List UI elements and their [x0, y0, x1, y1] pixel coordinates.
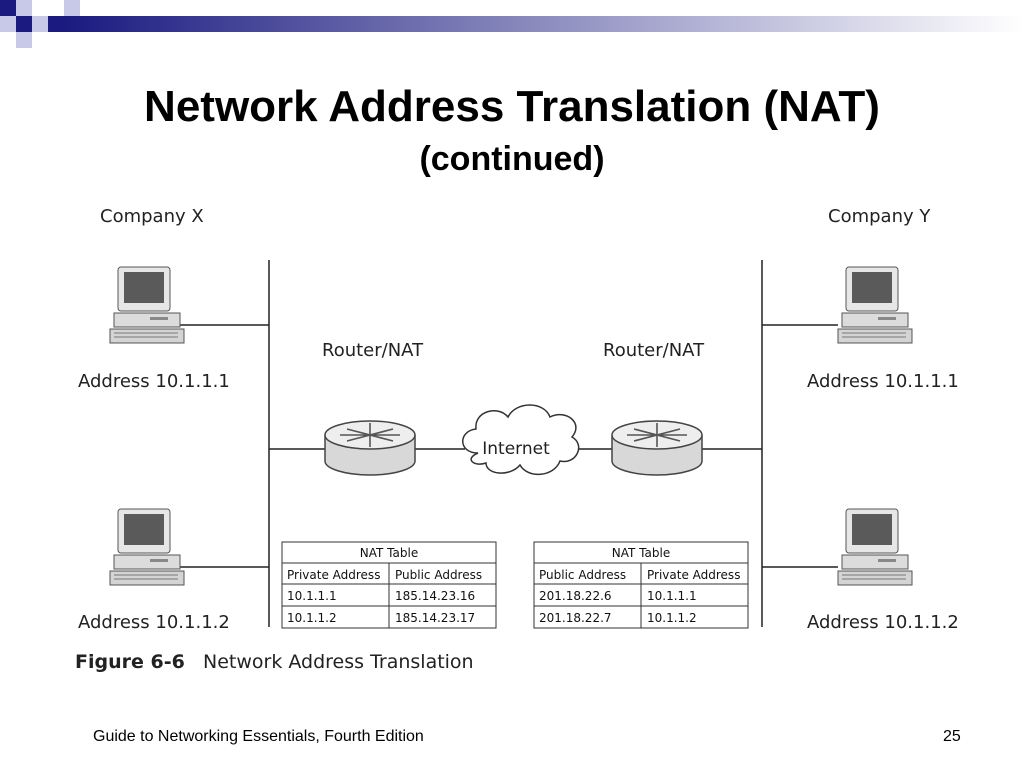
router-right-icon [611, 420, 703, 476]
nat-table-right-header-2: Private Address [647, 568, 740, 582]
router-left-label: Router/NAT [322, 340, 424, 361]
router-right-label: Router/NAT [603, 340, 705, 361]
internet-label: Internet [482, 439, 550, 459]
nat-table-left-header-1: Private Address [287, 568, 380, 582]
computer-x2-icon [109, 508, 185, 586]
host-x1-address: Address 10.1.1.1 [78, 371, 230, 392]
nat-table-left-header-2: Public Address [395, 568, 482, 582]
nat-table-right-cell: 201.18.22.7 [539, 611, 612, 625]
figure-caption-text: Network Address Translation [203, 651, 474, 673]
computer-x1-icon [109, 266, 185, 344]
nat-table-right-cell: 201.18.22.6 [539, 589, 612, 603]
nat-diagram: Company X Company Y Address 10.1.1.1 Add… [75, 206, 959, 673]
nat-table-left-title: NAT Table [360, 546, 418, 560]
nat-table-right-cell: 10.1.1.2 [647, 611, 697, 625]
figure-caption-label: Figure 6-6 [75, 651, 185, 673]
slide-title: Network Address Translation (NAT) [144, 82, 880, 131]
nat-table-left: NAT Table Private Address Public Address… [281, 541, 497, 629]
internet-cloud-icon [462, 404, 580, 475]
page-number: 25 [943, 728, 961, 745]
computer-y2-icon [837, 508, 913, 586]
nat-table-right-header-1: Public Address [539, 568, 626, 582]
router-left-icon [324, 420, 416, 476]
nat-table-right: NAT Table Public Address Private Address… [533, 541, 749, 629]
nat-table-right-title: NAT Table [612, 546, 670, 560]
nat-table-left-cell: 10.1.1.2 [287, 611, 337, 625]
slide-footer: Guide to Networking Essentials, Fourth E… [93, 728, 424, 745]
computer-y1-icon [837, 266, 913, 344]
nat-table-right-cell: 10.1.1.1 [647, 589, 697, 603]
host-y1-address: Address 10.1.1.1 [807, 371, 959, 392]
header-decoration [0, 0, 1024, 48]
nat-table-left-cell: 10.1.1.1 [287, 589, 337, 603]
host-y2-address: Address 10.1.1.2 [807, 612, 959, 633]
slide-subtitle: (continued) [419, 140, 605, 178]
company-y-label: Company Y [828, 206, 931, 227]
nat-table-left-cell: 185.14.23.17 [395, 611, 475, 625]
nat-table-left-cell: 185.14.23.16 [395, 589, 475, 603]
company-x-label: Company X [100, 206, 204, 227]
host-x2-address: Address 10.1.1.2 [78, 612, 230, 633]
